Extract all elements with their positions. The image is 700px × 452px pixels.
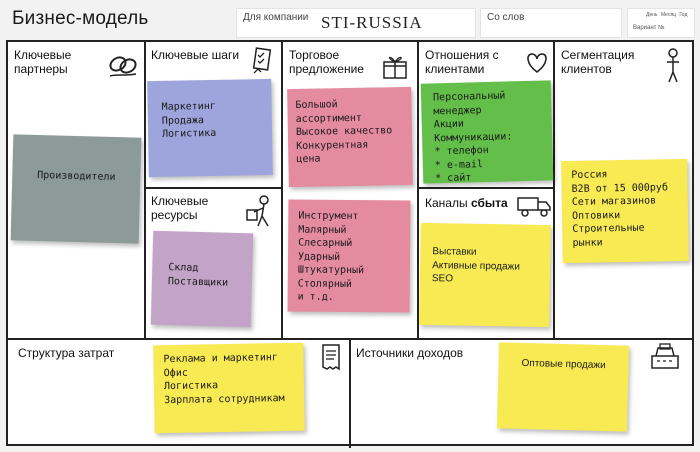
value-note-1: Большой ассортимент Высокое качество Кон… [287, 86, 413, 188]
channels-title: Каналы сбыта [425, 196, 508, 210]
heart-icon [527, 53, 547, 73]
truck-icon [517, 197, 551, 217]
variant-label: Вариант № [633, 25, 665, 31]
channels-note: Выставки Активные продажи SEO [419, 222, 551, 328]
activities-note: Маркетинг Продажа Логистика [147, 78, 273, 178]
activities-title: Ключевые шаги [151, 48, 240, 62]
company-label: Для компании [243, 12, 309, 23]
grid-line [349, 338, 351, 448]
author-label: Со слов [487, 12, 525, 23]
resources-item: Поставщики [167, 275, 229, 289]
grid-line [144, 187, 283, 189]
resources-note: Склад Поставщики [150, 230, 254, 328]
channels-item: SEO [431, 273, 454, 285]
resources-item: Склад [168, 262, 199, 274]
business-model-canvas: Ключевые партнеры Производители Ключевые… [6, 40, 694, 448]
segments-item: рынки [572, 236, 603, 249]
checklist-icon [252, 47, 272, 74]
revenue-item: Оптовые продажи [521, 357, 606, 372]
value-note-2: Инструмент Малярный Слесарный Ударный Шт… [287, 199, 411, 313]
value-item-2: Столярный [297, 278, 352, 290]
segments-item: B2B от 15 000руб [571, 181, 669, 195]
company-value: STI-RUSSIA [321, 13, 423, 32]
costs-note: Реклама и маркетинг Офис Логистика Зарпл… [153, 342, 305, 434]
channels-item: Выставки [432, 246, 477, 258]
channels-title-start: Каналы [425, 196, 468, 210]
partners-note: Производители [10, 134, 142, 244]
gift-icon [383, 56, 407, 79]
revenue-note: Оптовые продажи [496, 342, 630, 432]
person-icon [667, 48, 679, 83]
month-label: Месяц [660, 12, 677, 18]
relationships-title: Отношения с клиентами [425, 48, 499, 76]
value-item-2: и т.д. [297, 291, 334, 303]
value-item-2: Малярный [298, 224, 347, 236]
grid-line [417, 187, 555, 189]
activities-item: Логистика [162, 127, 217, 140]
year-label: Год [679, 12, 688, 18]
cash-register-icon [651, 343, 679, 369]
page-title: Бизнес-модель [12, 8, 149, 29]
partners-item: Производители [37, 169, 116, 184]
costs-item: Зарплата сотрудникам [164, 392, 285, 406]
revenue-title: Источники доходов [356, 346, 464, 360]
segments-title: Сегментация клиентов [561, 48, 635, 76]
relationships-item: * сайт [435, 172, 472, 185]
author-field[interactable]: Со слов [480, 8, 622, 38]
day-label: День [646, 12, 658, 18]
value-title: Торговое предложение [289, 48, 364, 76]
partners-title: Ключевые партнеры [14, 48, 72, 76]
worker-icon [246, 195, 269, 227]
receipt-icon [322, 344, 340, 371]
grid-line [144, 42, 146, 338]
value-item-2: Штукатурный [297, 264, 365, 277]
grid-line [553, 42, 555, 338]
chain-link-icon [109, 56, 137, 77]
grid-line [417, 42, 419, 338]
relationships-note: Персональный менеджер Акции Коммуникации… [420, 80, 554, 185]
value-item: цена [296, 153, 321, 165]
grid-line [8, 338, 694, 340]
value-item-2: Слесарный [298, 237, 353, 250]
date-variant-box[interactable]: День Месяц Год Вариант № [627, 8, 695, 38]
costs-title: Структура затрат [18, 346, 115, 360]
company-field[interactable]: Для компании STI-RUSSIA [236, 8, 476, 38]
value-item-2: Ударный [297, 251, 341, 263]
grid-line [281, 42, 283, 338]
channels-title-end: сбыта [470, 196, 508, 210]
costs-item: Реклама и маркетинг [163, 352, 278, 366]
date-labels: День Месяц Год [646, 12, 687, 18]
value-item: Высокое качество [295, 125, 393, 138]
resources-title: Ключевые ресурсы [151, 194, 209, 222]
segments-note: Россия B2B от 15 000руб Сети магазинов О… [561, 158, 689, 264]
value-item-2: Инструмент [298, 210, 359, 223]
